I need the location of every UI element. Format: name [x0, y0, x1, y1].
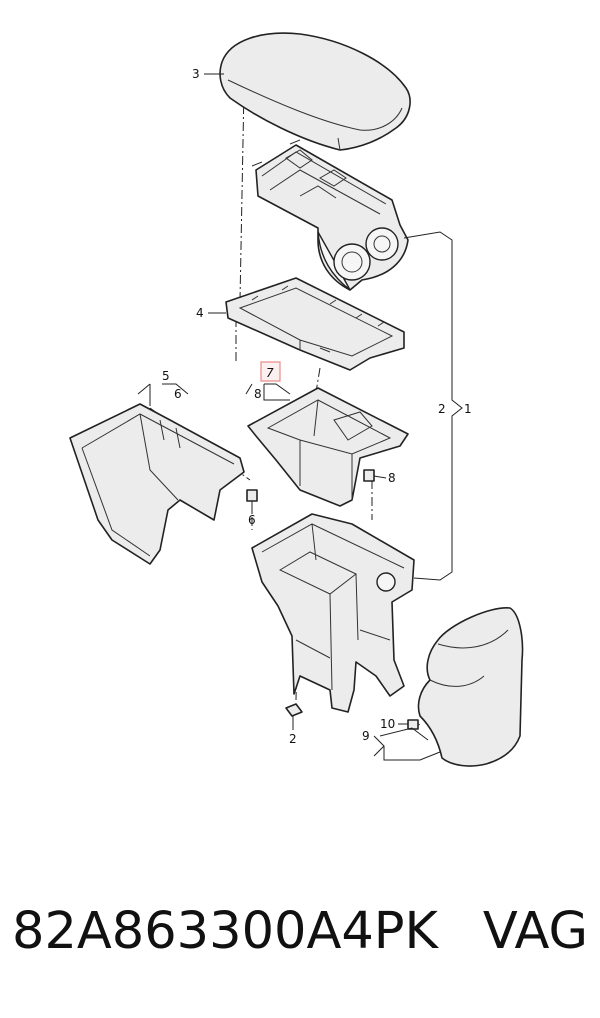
footer: 82A863300A4PK VAG — [12, 902, 592, 982]
callout-9: 9 — [362, 729, 370, 743]
callout-labels: 3 4 7 8 5 6 6 8 2 1 2 10 9 — [162, 67, 472, 746]
leader-lines — [137, 73, 463, 761]
part-side-trim-panel — [69, 403, 245, 565]
callout-6-upper: 6 — [174, 387, 182, 401]
part-rear-cover — [417, 607, 524, 767]
part-clip-2 — [285, 703, 303, 717]
callout-4: 4 — [196, 306, 204, 320]
callout-8-upper: 8 — [254, 387, 262, 401]
callout-3: 3 — [192, 67, 200, 81]
part-storage-bin — [247, 387, 409, 507]
exploded-parts-diagram: 3 4 7 8 5 6 6 8 2 1 2 10 9 — [69, 32, 524, 767]
highlight-box — [260, 361, 281, 382]
callout-5: 5 — [162, 369, 170, 383]
part-console-base — [251, 513, 415, 713]
part-armrest-lid — [219, 32, 411, 151]
brand-label: VAG — [482, 902, 588, 961]
part-tray-frame — [225, 277, 405, 371]
callout-6-lower: 6 — [248, 513, 256, 527]
part-clip-8 — [363, 469, 375, 482]
callout-2-lower: 2 — [289, 732, 297, 746]
callout-1: 1 — [464, 402, 472, 416]
part-clip-6 — [246, 489, 258, 502]
callout-8-lower: 8 — [388, 471, 396, 485]
part-hinge-mechanism — [251, 139, 409, 291]
callout-2-upper: 2 — [438, 402, 446, 416]
callout-10: 10 — [380, 717, 395, 731]
part-clip-10 — [407, 719, 419, 730]
callout-7: 7 — [266, 366, 274, 380]
part-number: 82A863300A4PK — [12, 902, 439, 961]
